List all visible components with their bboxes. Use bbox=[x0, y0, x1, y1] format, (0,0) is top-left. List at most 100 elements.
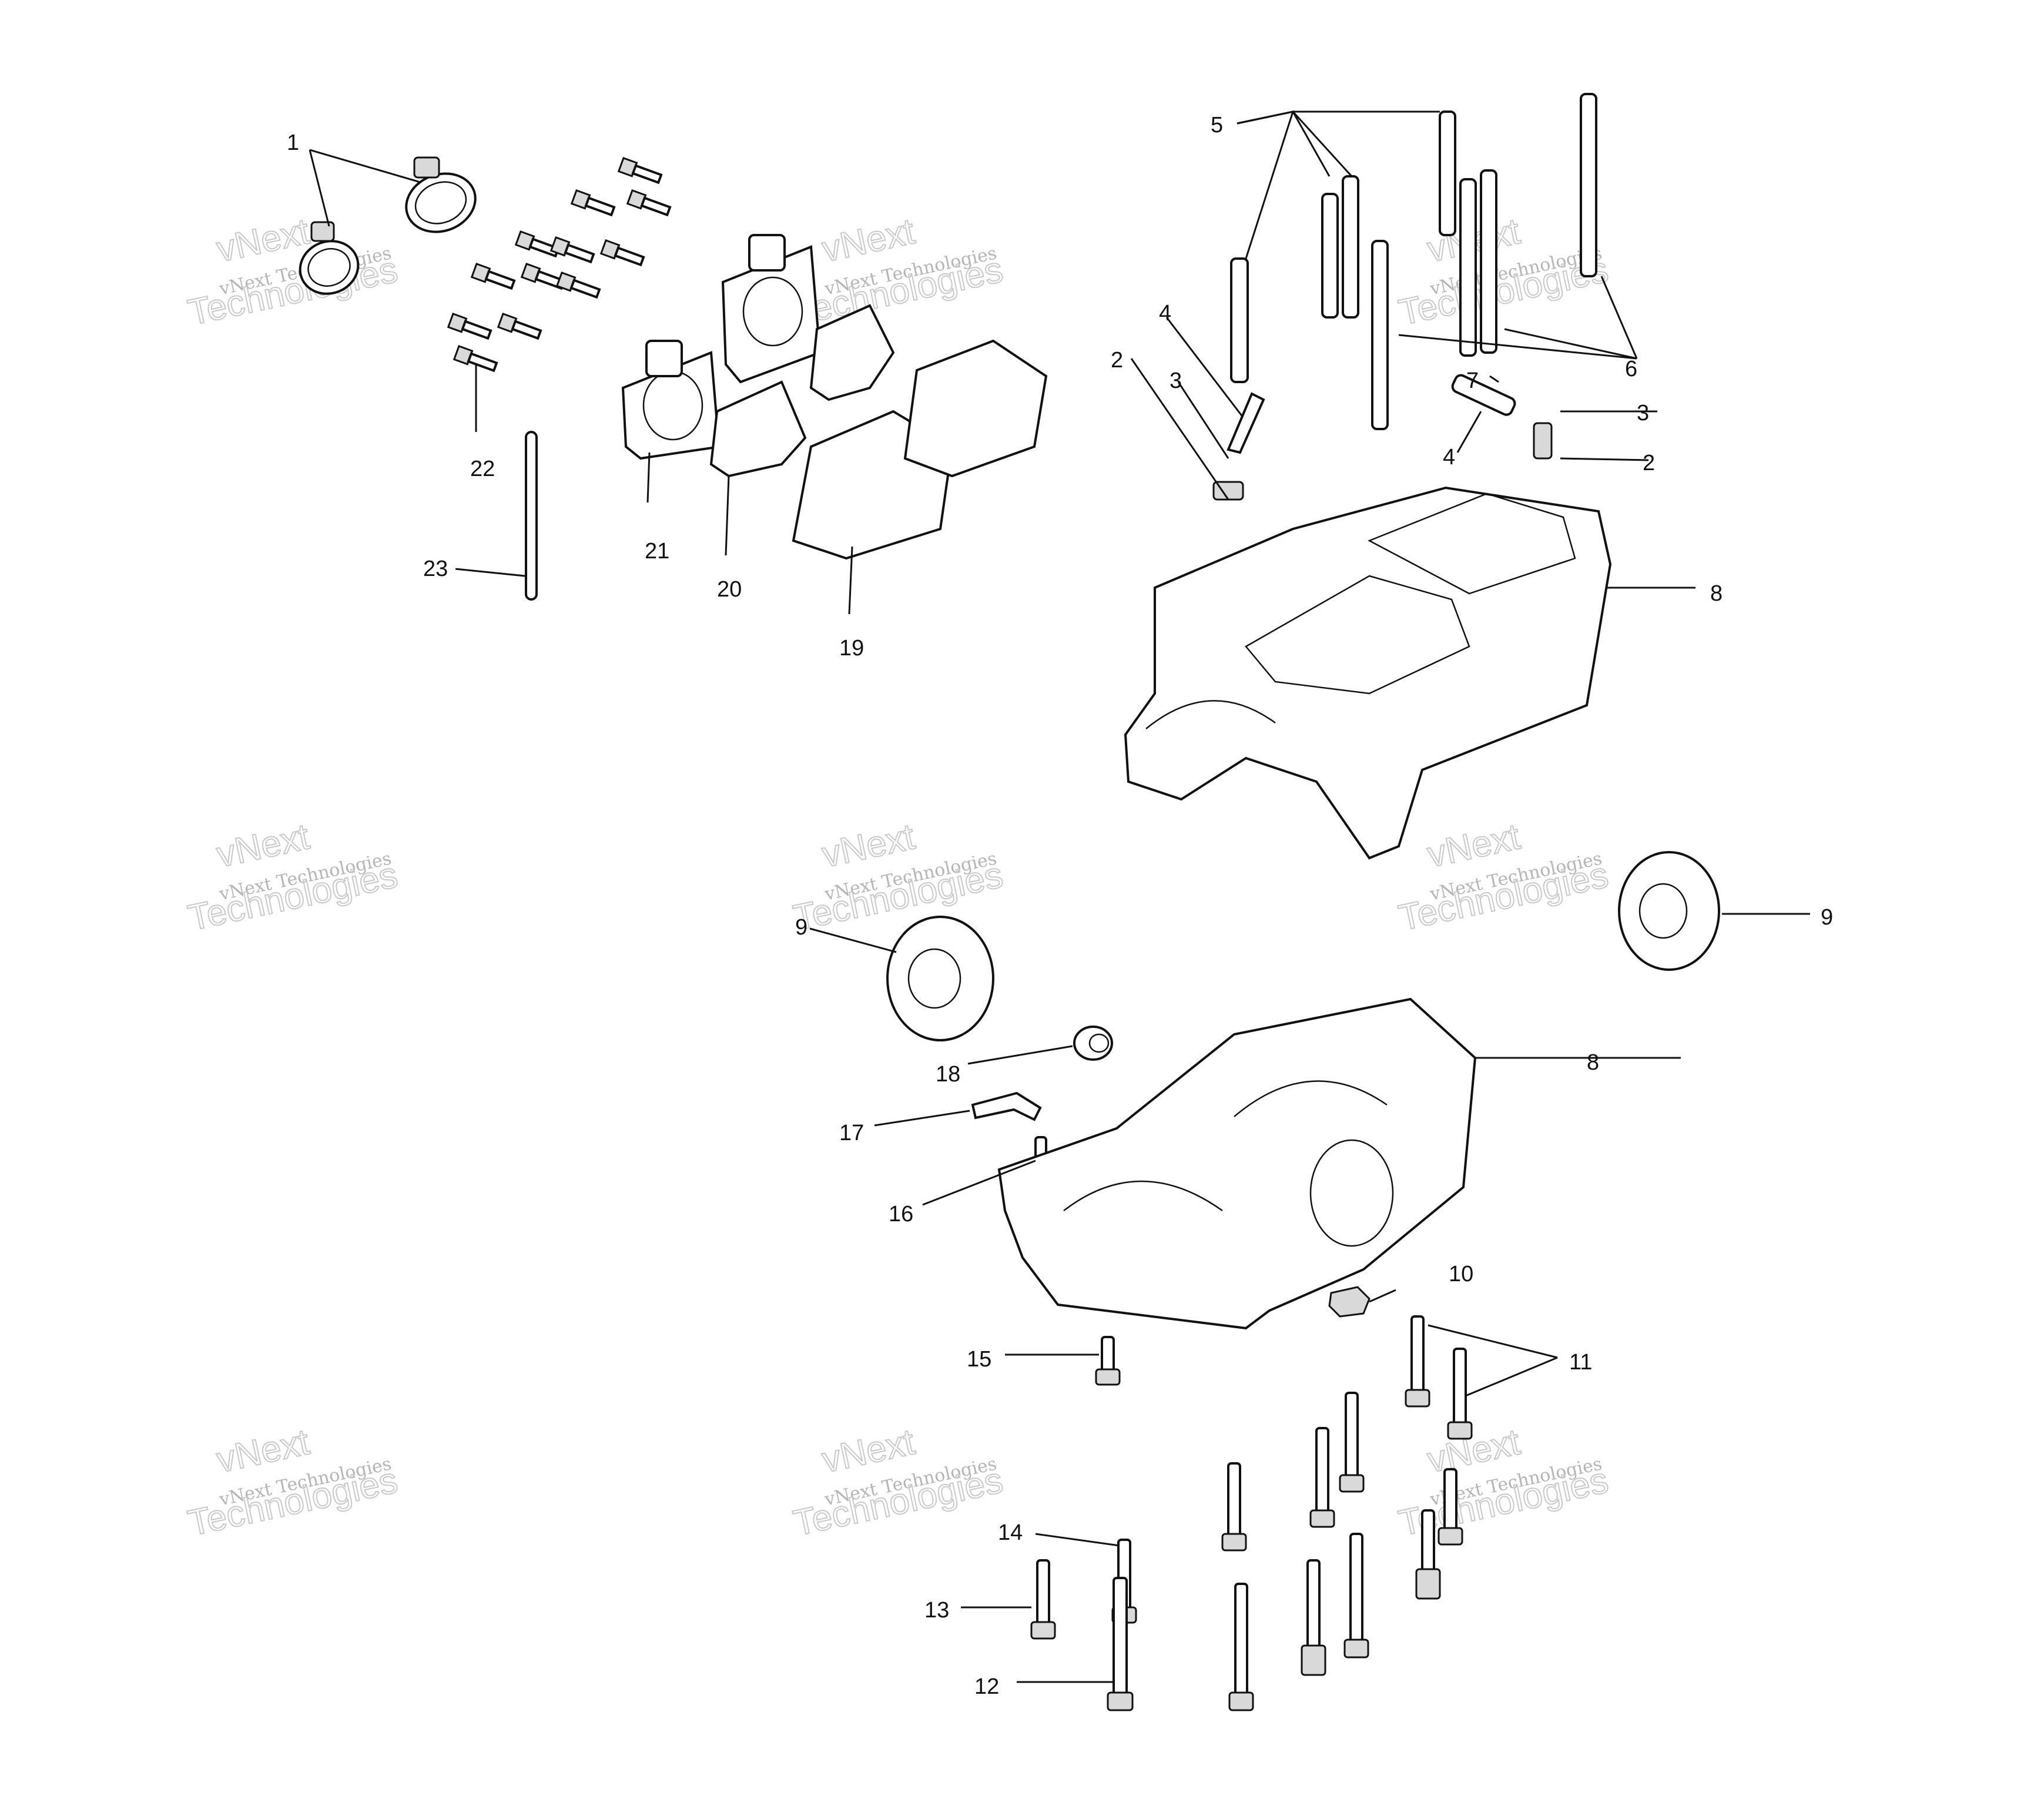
stud bbox=[1371, 240, 1389, 430]
bolt bbox=[1447, 1348, 1473, 1440]
callout-label: 9 bbox=[1821, 905, 1833, 930]
spring-fitting bbox=[1451, 374, 1516, 416]
bolt bbox=[497, 313, 542, 340]
watermark-text: vNext bbox=[819, 816, 918, 875]
reed-stuffer bbox=[709, 380, 807, 478]
callout-label: 10 bbox=[1449, 1262, 1473, 1286]
watermark-text: vNext bbox=[819, 1422, 918, 1480]
bolt bbox=[1228, 1583, 1254, 1711]
fittings bbox=[1212, 374, 1553, 501]
crankcase-bolts bbox=[1030, 1315, 1473, 1711]
callout-label: 5 bbox=[1211, 113, 1223, 138]
callout-label: 6 bbox=[1625, 357, 1637, 381]
watermark-text: Technologies bbox=[790, 855, 1006, 939]
bolt bbox=[453, 345, 498, 373]
bolt bbox=[570, 189, 616, 217]
callout-label: 8 bbox=[1587, 1050, 1599, 1075]
watermark-text: vNext bbox=[213, 816, 313, 875]
gasket-strip bbox=[525, 431, 538, 601]
watermark-grid: vNext vNext Technologies Technologies vN… bbox=[184, 210, 1612, 1544]
bolt bbox=[1309, 1427, 1335, 1528]
hose-clamp bbox=[405, 156, 477, 233]
cylinder-studs bbox=[1230, 93, 1597, 430]
bearing-spacer bbox=[1073, 1026, 1113, 1061]
drain-plug bbox=[1328, 1286, 1371, 1318]
reed-stuffer bbox=[809, 304, 895, 401]
callout-label: 22 bbox=[470, 457, 495, 481]
callout-label: 16 bbox=[889, 1202, 913, 1227]
watermark-text: vNext bbox=[1424, 816, 1523, 875]
callout-label: 1 bbox=[287, 130, 299, 155]
callout-label: 2 bbox=[1111, 348, 1123, 373]
watermark-text: Technologies bbox=[790, 1460, 1006, 1544]
pulse-nipple bbox=[1227, 392, 1265, 454]
bolt bbox=[1405, 1315, 1430, 1408]
bolt bbox=[1095, 1336, 1121, 1386]
callout-label: 23 bbox=[423, 557, 448, 581]
watermark: vNext vNext Technologies Technologies bbox=[1395, 210, 1612, 334]
callout-label: 9 bbox=[795, 915, 807, 940]
reed-cage bbox=[903, 339, 1048, 478]
stud bbox=[1459, 178, 1477, 357]
callout-label: 3 bbox=[1637, 401, 1649, 425]
callout-label: 12 bbox=[974, 1674, 999, 1699]
stud bbox=[1342, 175, 1359, 319]
bolt bbox=[549, 236, 595, 264]
stud bbox=[1321, 193, 1339, 319]
watermark-text: vNext bbox=[1424, 1422, 1523, 1480]
bolt bbox=[1107, 1577, 1134, 1711]
callout-label: 20 bbox=[717, 577, 742, 602]
bolt bbox=[1030, 1559, 1056, 1640]
stud bbox=[1439, 110, 1456, 236]
stud bbox=[1580, 93, 1597, 277]
bolt bbox=[617, 157, 663, 185]
reed-housing bbox=[621, 340, 722, 460]
callout-label: 8 bbox=[1710, 581, 1723, 606]
bolt bbox=[1221, 1462, 1247, 1552]
bolt bbox=[447, 313, 492, 340]
watermark-text: Technologies bbox=[185, 855, 401, 939]
stud bbox=[1480, 169, 1497, 354]
crank-seal bbox=[886, 916, 994, 1041]
hose-clamp bbox=[299, 221, 360, 295]
callout-label: 4 bbox=[1443, 445, 1455, 470]
callout-label: 7 bbox=[1466, 368, 1479, 393]
bolt bbox=[626, 189, 672, 217]
callout-label: 18 bbox=[936, 1062, 960, 1087]
callout-label: 15 bbox=[967, 1347, 991, 1372]
watermark-text: vNext bbox=[213, 211, 313, 270]
bolt bbox=[1339, 1392, 1365, 1493]
reed-housing bbox=[721, 234, 822, 384]
watermark: vNext vNext Technologies Technologies bbox=[789, 816, 1007, 939]
callout-labels: 1 2 3 4 5 6 7 3 4 2 8 9 9 8 10 11 15 14 … bbox=[287, 113, 1833, 1699]
elbow-tube bbox=[971, 1091, 1042, 1121]
bolt bbox=[1437, 1468, 1463, 1546]
watermark-text: Technologies bbox=[1395, 249, 1611, 333]
callout-label: 3 bbox=[1170, 368, 1182, 393]
watermark: vNext vNext Technologies Technologies bbox=[789, 1421, 1007, 1544]
callout-label: 17 bbox=[839, 1121, 864, 1145]
leader-lines bbox=[309, 110, 1810, 1683]
watermark-text: Technologies bbox=[185, 1460, 401, 1544]
callout-label: 19 bbox=[839, 636, 864, 661]
callout-label: 4 bbox=[1159, 301, 1171, 326]
watermark: vNext vNext Technologies Technologies bbox=[184, 816, 401, 939]
watermark-text: Technologies bbox=[1395, 855, 1611, 939]
callout-label: 13 bbox=[924, 1598, 949, 1623]
bolt bbox=[1415, 1509, 1441, 1600]
bolt bbox=[555, 272, 601, 299]
upper-crankcase bbox=[1124, 486, 1612, 860]
watermark-text: Technologies bbox=[185, 249, 401, 333]
watermark: vNext vNext Technologies Technologies bbox=[1395, 1421, 1612, 1544]
watermark-text: vNext bbox=[213, 1422, 313, 1480]
watermark: vNext vNext Technologies Technologies bbox=[1395, 816, 1612, 939]
bolt bbox=[470, 263, 516, 290]
bolt bbox=[1343, 1533, 1369, 1658]
callout-label: 14 bbox=[998, 1520, 1023, 1545]
crank-seal bbox=[1618, 851, 1720, 971]
callout-label: 2 bbox=[1643, 451, 1655, 475]
watermark: vNext vNext Technologies Technologies bbox=[184, 210, 401, 334]
lower-crankcase bbox=[997, 997, 1477, 1330]
bolt-group bbox=[447, 157, 672, 373]
watermark-text: Technologies bbox=[790, 249, 1006, 333]
